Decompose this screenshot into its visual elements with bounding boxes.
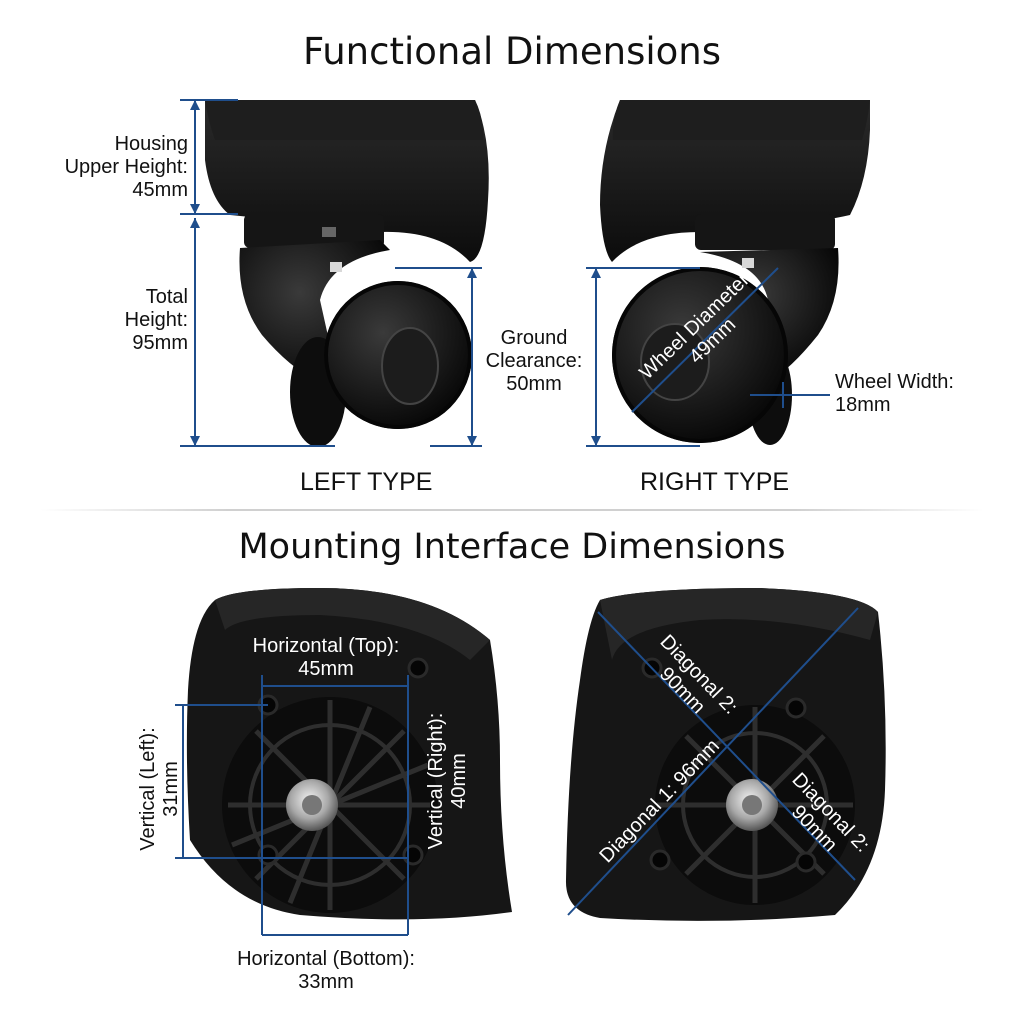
dimension-lines	[175, 99, 859, 936]
dimension-arrows	[190, 100, 601, 446]
left-type-label: LEFT TYPE	[300, 468, 433, 496]
right-mounting-plate	[565, 588, 886, 921]
right-caster-wheel	[600, 100, 870, 445]
section-divider	[40, 509, 984, 511]
horizontal-top-label: Horizontal (Top): 45mm	[252, 635, 400, 680]
horizontal-bottom-label: Horizontal (Bottom): 33mm	[237, 948, 415, 993]
vertical-right-label: Vertical (Right): 40mm	[425, 712, 470, 850]
right-type-label: RIGHT TYPE	[640, 468, 790, 496]
wheel-width-label: Wheel Width: 18mm	[835, 371, 954, 416]
left-caster-wheel	[205, 100, 489, 447]
mounting-interface-dimensions-title: Mounting Interface Dimensions	[238, 527, 786, 567]
total-height-label: Total Height: 95mm	[124, 286, 188, 354]
left-mounting-plate	[186, 588, 512, 920]
functional-dimensions-title: Functional Dimensions	[302, 30, 722, 73]
housing-upper-height-label: Housing Upper Height: 45mm	[64, 133, 188, 201]
vertical-left-label: Vertical (Left): 31mm	[137, 727, 182, 851]
ground-clearance-label: Ground Clearance: 50mm	[485, 327, 583, 395]
